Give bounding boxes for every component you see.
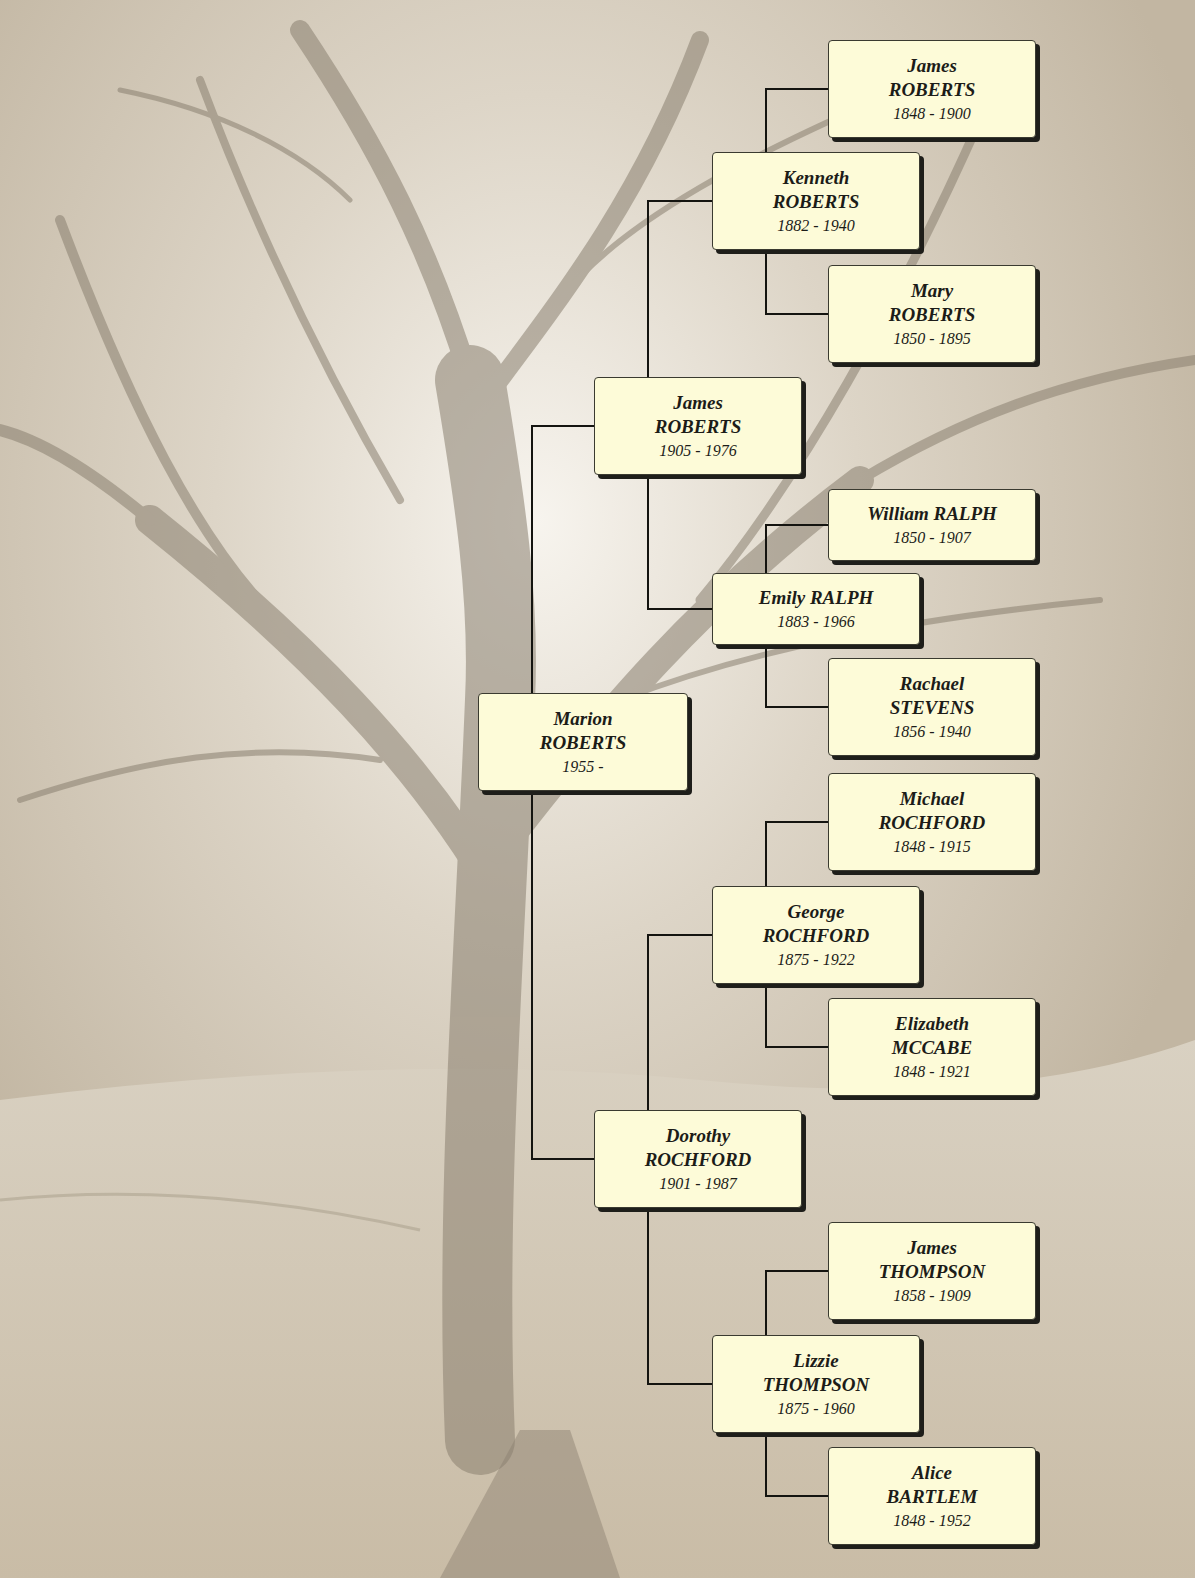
person-name: Dorothy ROCHFORD [636,1124,761,1173]
life-dates: 1850 - 1895 [893,328,970,350]
parent-link [648,935,712,1110]
person-name: Mary ROBERTS [870,279,995,328]
life-dates: 1848 - 1921 [893,1061,970,1083]
life-dates: 1856 - 1940 [893,721,970,743]
life-dates: 1858 - 1909 [893,1285,970,1307]
person-box: Lizzie THOMPSON1875 - 1960 [712,1335,920,1433]
parent-link [648,201,712,377]
life-dates: 1848 - 1900 [893,103,970,125]
person-name: George ROCHFORD [754,900,879,949]
person-box: Mary ROBERTS1850 - 1895 [828,265,1036,363]
person-name: James ROBERTS [870,54,995,103]
parent-link [766,525,828,573]
person-box: Dorothy ROCHFORD1901 - 1987 [594,1110,802,1208]
life-dates: 1850 - 1907 [893,527,970,549]
life-dates: 1848 - 1952 [893,1510,970,1532]
person-box: Rachael STEVENS1856 - 1940 [828,658,1036,756]
person-name: Rachael STEVENS [870,672,995,721]
person-name: Michael ROCHFORD [870,787,995,836]
life-dates: 1955 - [562,756,603,778]
parent-link [766,822,828,886]
life-dates: 1882 - 1940 [777,215,854,237]
person-box: Elizabeth MCCABE1848 - 1921 [828,998,1036,1096]
person-name: Lizzie THOMPSON [754,1349,879,1398]
life-dates: 1848 - 1915 [893,836,970,858]
person-name: Marion ROBERTS [521,707,646,756]
parent-link [648,475,712,609]
parent-link [648,1208,712,1384]
parent-link [766,645,828,707]
person-box: Alice BARTLEM1848 - 1952 [828,1447,1036,1545]
person-name: Emily RALPH [759,586,874,611]
person-box: James ROBERTS1848 - 1900 [828,40,1036,138]
person-box: Marion ROBERTS1955 - [478,693,688,791]
person-name: Kenneth ROBERTS [754,166,879,215]
person-box: James ROBERTS1905 - 1976 [594,377,802,475]
person-name: James THOMPSON [870,1236,995,1285]
person-box: Michael ROCHFORD1848 - 1915 [828,773,1036,871]
life-dates: 1905 - 1976 [659,440,736,462]
person-box: Kenneth ROBERTS1882 - 1940 [712,152,920,250]
person-name: William RALPH [867,502,997,527]
parent-link [766,89,828,152]
person-name: Alice BARTLEM [870,1461,995,1510]
life-dates: 1875 - 1960 [777,1398,854,1420]
parent-link [532,791,594,1159]
parent-link [766,1433,828,1496]
life-dates: 1883 - 1966 [777,611,854,633]
parent-link [766,250,828,314]
life-dates: 1875 - 1922 [777,949,854,971]
person-name: James ROBERTS [636,391,761,440]
person-box: George ROCHFORD1875 - 1922 [712,886,920,984]
parent-link [766,984,828,1047]
person-box: James THOMPSON1858 - 1909 [828,1222,1036,1320]
person-box: Emily RALPH1883 - 1966 [712,573,920,645]
life-dates: 1901 - 1987 [659,1173,736,1195]
parent-link [532,426,594,693]
person-name: Elizabeth MCCABE [870,1012,995,1061]
parent-link [766,1271,828,1335]
person-box: William RALPH1850 - 1907 [828,489,1036,561]
